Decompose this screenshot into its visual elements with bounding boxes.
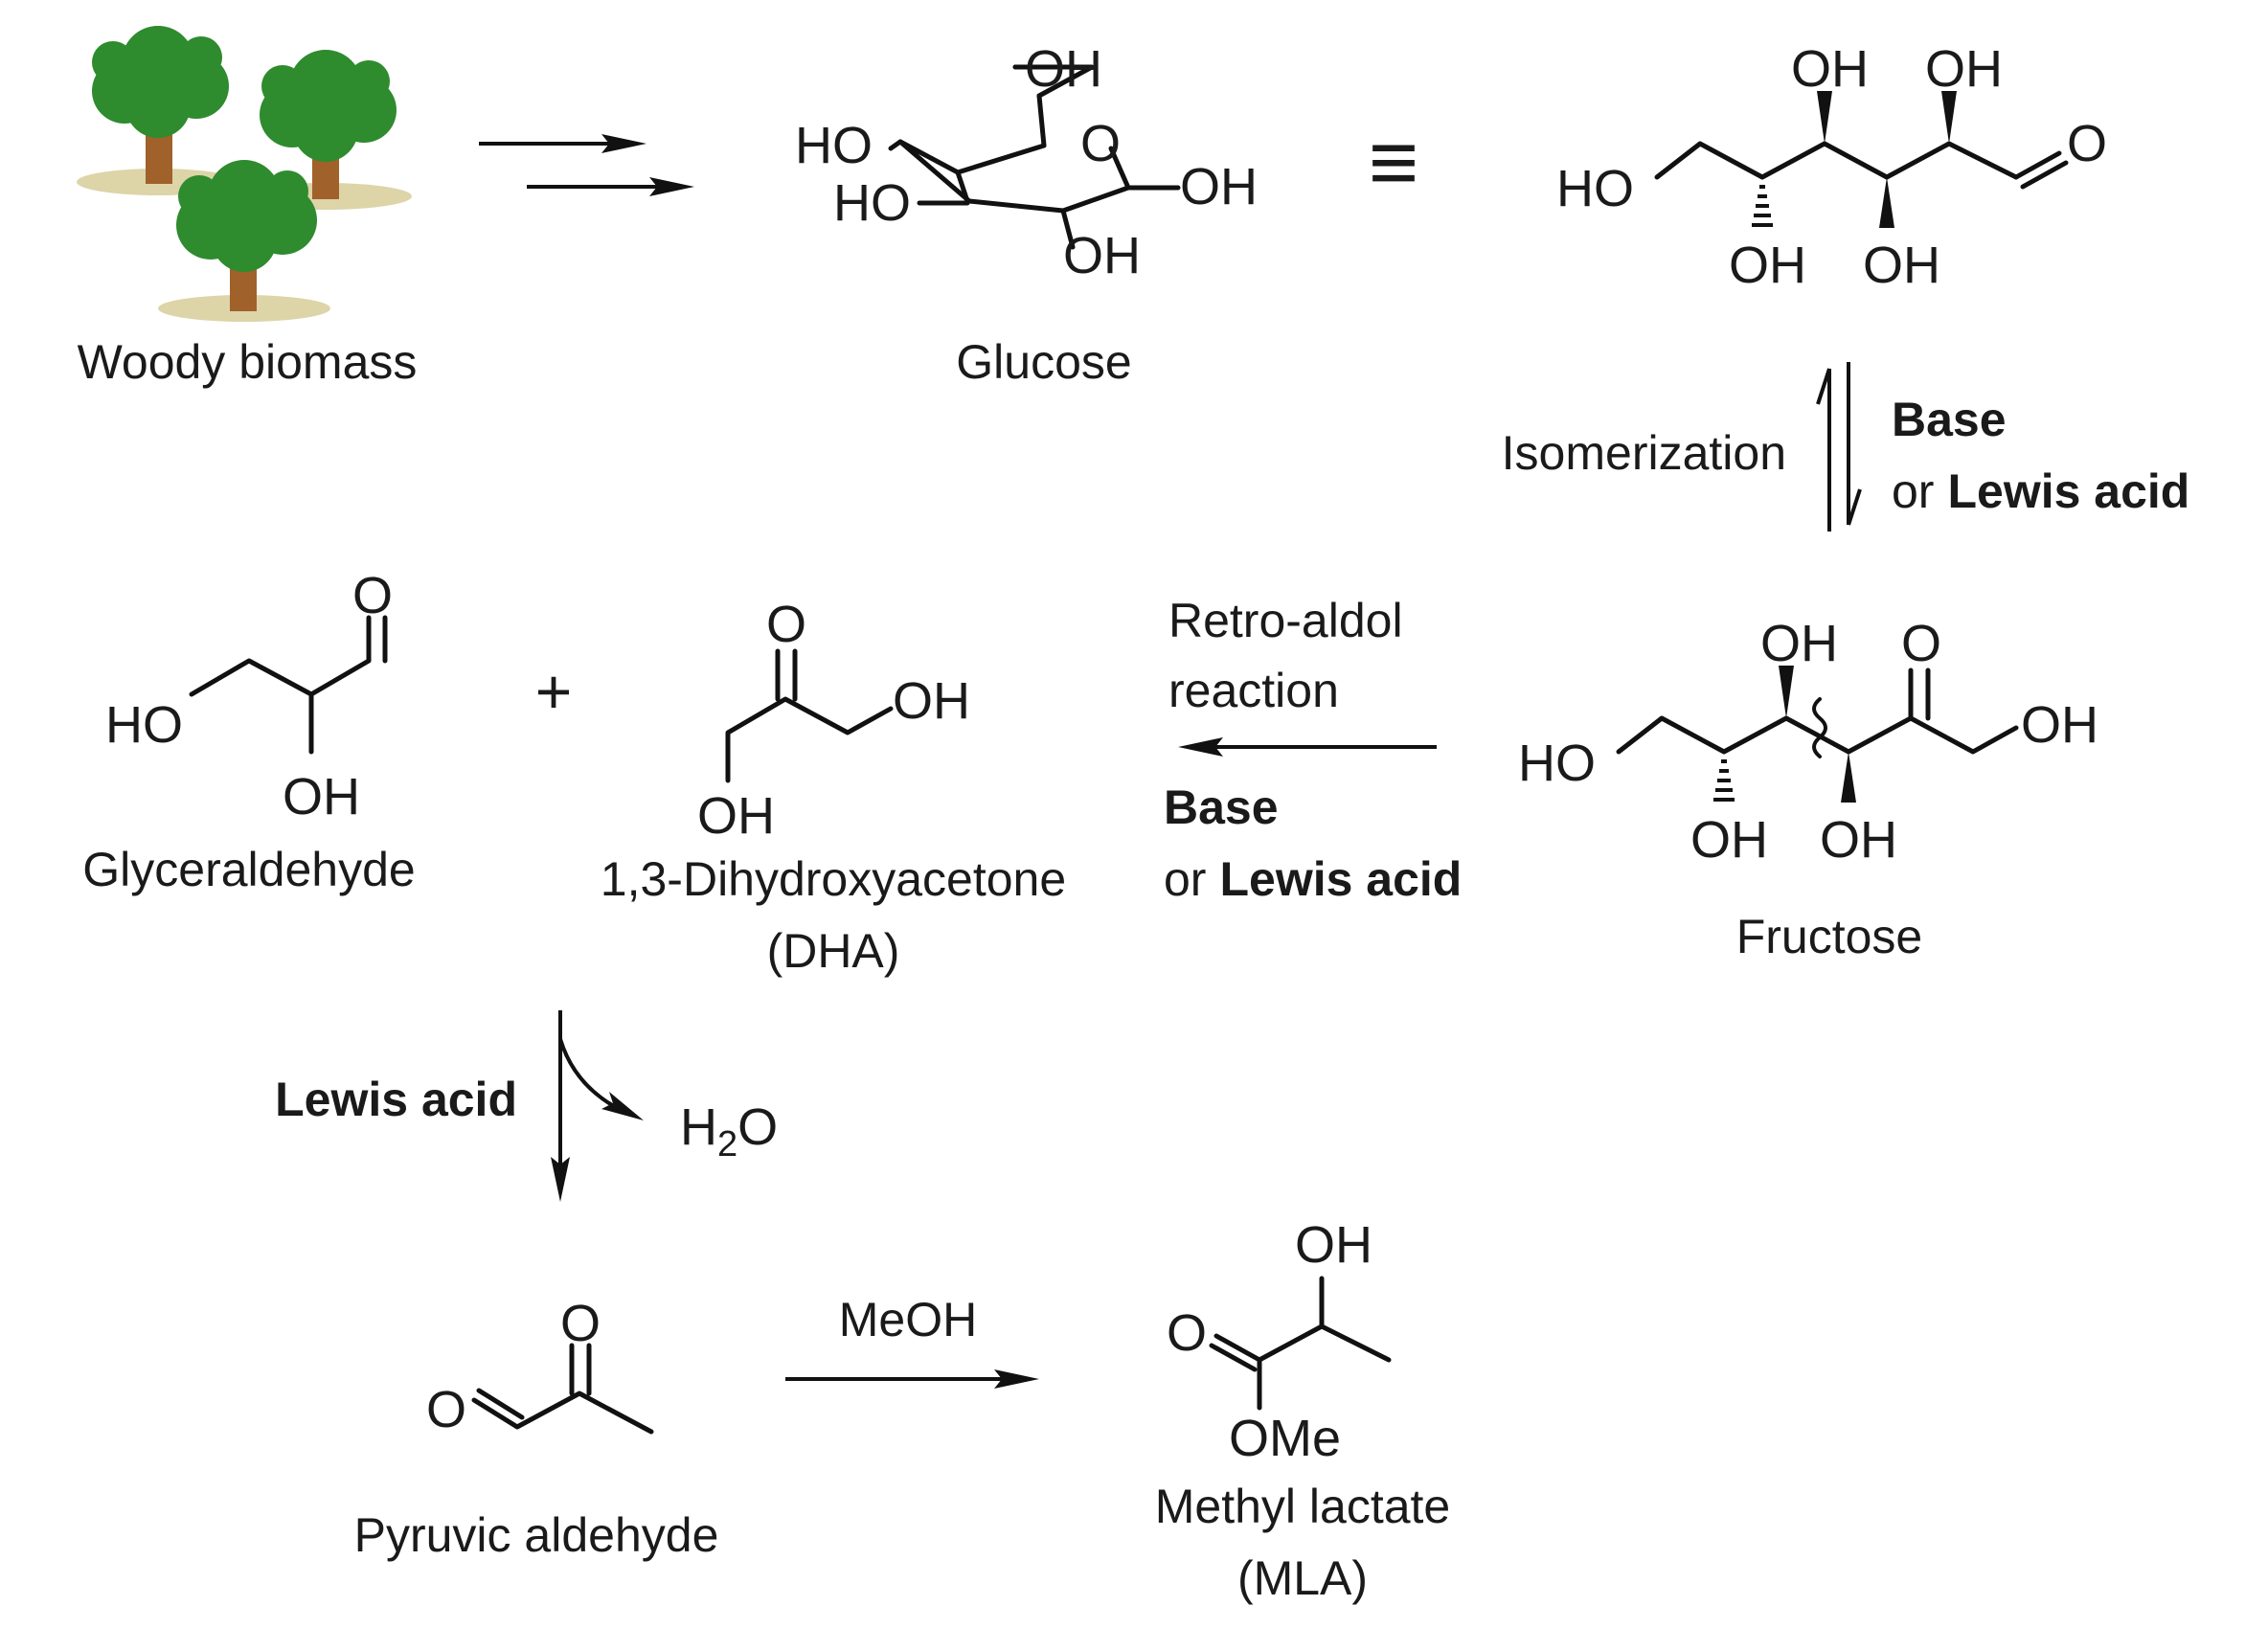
glyceraldehyde-oh: OH: [283, 768, 360, 826]
glyceraldehyde-aldehyde-o: O: [352, 567, 393, 624]
wedge-bond: [1879, 177, 1894, 228]
glucose-ho-lower: HO: [833, 174, 911, 232]
glyceraldehyde-ho: HO: [105, 696, 183, 754]
methanol-arrow: [785, 1369, 1039, 1389]
glucose-ring-o: O: [1080, 115, 1121, 172]
tree-icon: [176, 160, 317, 311]
equilibrium-arrows: [1816, 362, 1862, 531]
open-glucose-ho: HO: [1556, 160, 1634, 217]
mla-abbr-label: (MLA): [1237, 1551, 1368, 1605]
mla-oh: OH: [1295, 1216, 1372, 1274]
methyl-lactate-structure: [1209, 1276, 1392, 1411]
wedge-bond: [1941, 91, 1957, 144]
equivalent-symbol: ≡: [1369, 115, 1419, 211]
isomerization-base: Base: [1892, 393, 2007, 446]
glucose-oh-right: OH: [1180, 158, 1258, 215]
lewis-acid-text: Lewis acid: [1947, 464, 2189, 518]
hashed-bond: [1752, 185, 1773, 227]
dha-ketone-o: O: [766, 596, 806, 653]
fructose-oh: OH: [1820, 811, 1897, 869]
fructose-structure: [1616, 666, 2019, 803]
pyruvic-aldehyde-label: Pyruvic aldehyde: [354, 1508, 719, 1562]
retro-aldol-arrow: [1178, 737, 1437, 757]
fructose-ketone-o: O: [1901, 615, 1941, 672]
dha-name-label: 1,3-Dihydroxyacetone: [601, 852, 1066, 906]
open-glucose-aldehyde-o: O: [2067, 115, 2107, 172]
pyruvic-aldehyde-o: O: [426, 1381, 466, 1438]
or-text: or: [1164, 852, 1206, 906]
dehydration-arrow: [551, 1010, 644, 1202]
water-subscript: 2: [717, 1124, 737, 1165]
dha-structure: [725, 648, 894, 783]
tree-icon: [92, 26, 229, 184]
open-glucose-oh: OH: [1729, 237, 1806, 294]
dha-oh-bottom: OH: [697, 787, 775, 845]
pyruvic-aldehyde-structure: [471, 1343, 654, 1435]
glucose-structure: [888, 64, 1181, 250]
isomerization-label: Isomerization: [1502, 426, 1786, 480]
mla-name-label: Methyl lactate: [1155, 1480, 1450, 1533]
mla-ome: OMe: [1229, 1410, 1341, 1467]
hashed-bond: [1713, 759, 1735, 802]
fructose-oh: OH: [1760, 615, 1838, 672]
glyceraldehyde-structure: [189, 615, 388, 755]
open-chain-glucose-structure: [1654, 91, 2069, 228]
water-h: H: [680, 1098, 717, 1156]
tree-icon: [260, 50, 397, 199]
mla-carbonyl-o: O: [1167, 1304, 1207, 1362]
wedge-bond: [1841, 752, 1856, 803]
open-glucose-oh: OH: [1863, 237, 1940, 294]
fructose-ho: HO: [1518, 735, 1596, 792]
dha-abbr-label: (DHA): [767, 924, 900, 978]
wedge-bond: [1817, 91, 1832, 144]
fructose-label: Fructose: [1736, 910, 1923, 963]
fructose-oh: OH: [1690, 811, 1768, 869]
woody-biomass-trees-icon: [77, 26, 412, 322]
retro-aldol-label-1: Retro-aldol: [1168, 594, 1403, 647]
meoh-label: MeOH: [839, 1293, 977, 1346]
pyruvic-ketone-o: O: [560, 1295, 601, 1352]
plus-symbol: +: [535, 656, 573, 727]
open-glucose-oh: OH: [1925, 40, 2003, 98]
glyceraldehyde-label: Glyceraldehyde: [82, 843, 415, 896]
water-o: O: [737, 1098, 778, 1156]
water-label: H2O: [680, 1098, 778, 1165]
open-glucose-oh: OH: [1791, 40, 1869, 98]
fructose-oh-right: OH: [2021, 696, 2098, 754]
glucose-oh-top: OH: [1025, 40, 1102, 98]
woody-biomass-label: Woody biomass: [78, 335, 418, 389]
retro-aldol-base: Base: [1164, 780, 1279, 834]
dehydration-lewis-acid: Lewis acid: [275, 1073, 517, 1126]
dha-oh-right: OH: [893, 672, 970, 730]
wedge-bond: [1779, 666, 1794, 718]
lewis-acid-text: Lewis acid: [1219, 852, 1462, 906]
multistep-arrow: [479, 134, 694, 196]
glucose-label: Glucose: [956, 335, 1131, 389]
retro-aldol-label-2: reaction: [1168, 664, 1339, 717]
or-text: or: [1892, 464, 1934, 518]
glucose-ho-upper: HO: [795, 117, 873, 174]
cleavage-mark: [1812, 697, 1827, 758]
glucose-oh-bottom: OH: [1063, 227, 1141, 284]
